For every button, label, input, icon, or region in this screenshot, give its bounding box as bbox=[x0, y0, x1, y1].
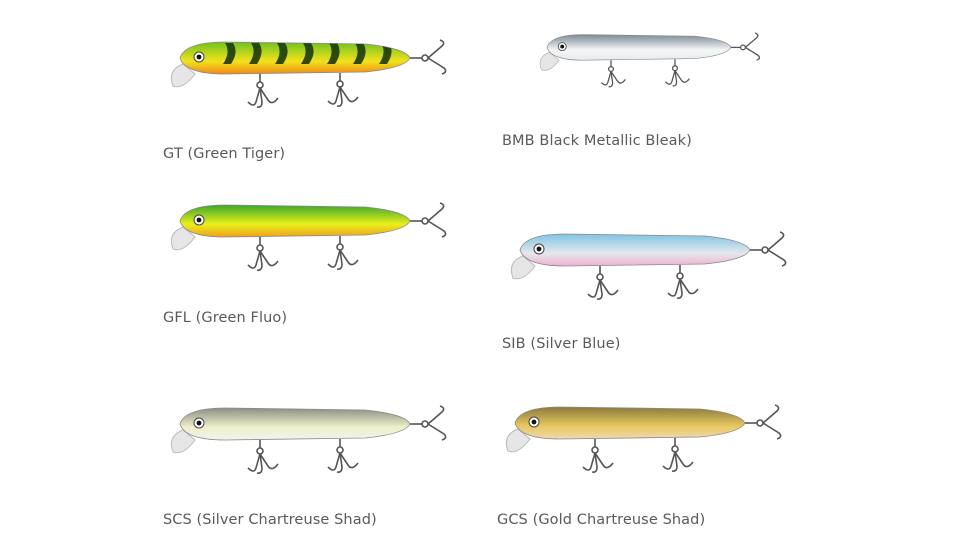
lure-label-bmb: BMB Black Metallic Bleak) bbox=[502, 133, 692, 149]
treble-hook-icon bbox=[327, 73, 359, 107]
lure-image-scs bbox=[170, 405, 447, 474]
treble-hook-icon bbox=[247, 237, 279, 271]
lure-label-scs: SCS (Silver Chartreuse Shad) bbox=[163, 512, 377, 528]
treble-hook-icon bbox=[667, 265, 699, 299]
lure-image-bmb bbox=[539, 32, 761, 88]
lure-label-gt: GT (Green Tiger) bbox=[163, 146, 286, 162]
treble-hook-icon bbox=[587, 266, 619, 300]
treble-hook-icon bbox=[600, 60, 626, 88]
lure-label-gfl: GFL (Green Fluo) bbox=[163, 310, 288, 326]
treble-hook-icon bbox=[247, 440, 279, 474]
tail-hook-icon bbox=[750, 231, 787, 267]
lure-body bbox=[546, 34, 732, 61]
lure-label-gcs: GCS (Gold Chartreuse Shad) bbox=[497, 512, 706, 528]
lure-lip bbox=[505, 428, 531, 453]
lure-body bbox=[514, 406, 746, 440]
treble-hook-icon bbox=[327, 439, 359, 473]
tail-hook-icon bbox=[410, 405, 447, 441]
tail-hook-icon bbox=[410, 202, 447, 238]
lure-image-sib bbox=[510, 231, 787, 300]
treble-hook-icon bbox=[327, 236, 359, 270]
lure-image-gfl bbox=[170, 202, 447, 271]
tail-hook-icon bbox=[745, 404, 782, 440]
lure-body bbox=[519, 233, 751, 267]
lure-body bbox=[179, 204, 411, 238]
tail-hook-icon bbox=[731, 32, 761, 61]
treble-hook-icon bbox=[664, 59, 690, 87]
treble-hook-icon bbox=[582, 439, 614, 473]
lure-image-gt bbox=[170, 39, 447, 108]
treble-hook-icon bbox=[662, 438, 694, 472]
lure-image-gcs bbox=[505, 404, 782, 473]
tail-hook-icon bbox=[410, 39, 447, 75]
treble-hook-icon bbox=[247, 74, 279, 108]
lure-lip bbox=[170, 226, 196, 251]
lure-lip bbox=[539, 51, 560, 71]
lure-lip bbox=[170, 429, 196, 454]
lure-lip bbox=[510, 255, 536, 280]
lure-body bbox=[179, 41, 411, 75]
lure-label-sib: SIB (Silver Blue) bbox=[502, 336, 621, 352]
lure-lip bbox=[170, 63, 196, 88]
lure-body bbox=[179, 407, 411, 441]
